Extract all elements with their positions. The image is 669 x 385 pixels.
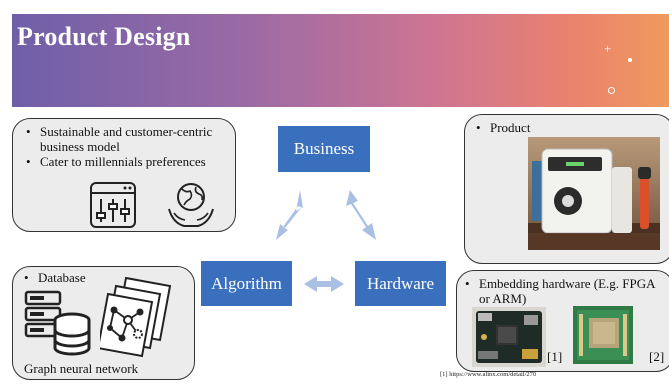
hardware-node: Hardware xyxy=(355,261,446,306)
bullet-product: Product xyxy=(476,120,530,135)
arrow-algorithm-hardware xyxy=(304,276,344,292)
product-photo xyxy=(528,137,660,250)
bullet-millennials: Cater to millennials preferences xyxy=(26,154,226,169)
reference-1: [1] https://www.alinx.com/detail/270 xyxy=(440,371,537,378)
settings-sliders-icon xyxy=(90,182,136,228)
business-bullets: Sustainable and customer-centric busines… xyxy=(26,124,226,169)
business-node: Business xyxy=(278,126,370,172)
product-bullets: Product xyxy=(476,120,530,135)
bullet-sustainable: Sustainable and customer-centric busines… xyxy=(26,124,226,154)
slide-title: Product Design xyxy=(17,22,191,51)
hardware-bullets: Embedding hardware (E.g. FPGA or ARM) xyxy=(465,276,665,306)
bullet-embedding-hardware: Embedding hardware (E.g. FPGA or ARM) xyxy=(465,276,665,306)
globe-in-hands-icon xyxy=(168,183,214,227)
title-banner xyxy=(12,14,669,107)
sparkle-plus-icon: + xyxy=(604,41,612,56)
sparkle-dot-icon xyxy=(628,58,632,62)
hardware-label-2: [2] xyxy=(649,349,665,364)
fpga-board-photo xyxy=(472,307,546,367)
arm-chip-photo xyxy=(573,306,633,364)
bullet-database: Database xyxy=(24,270,184,285)
arrow-business-algorithm xyxy=(276,190,303,240)
algorithm-node: Algorithm xyxy=(201,261,292,306)
database-server-icon xyxy=(24,290,91,356)
database-bullets: Database xyxy=(24,270,184,285)
hardware-label-1: [1] xyxy=(547,349,563,364)
sparkle-circle-icon xyxy=(608,87,615,94)
graph-network-icon xyxy=(100,276,172,358)
arrow-business-hardware xyxy=(346,190,376,240)
gnn-caption: Graph neural network xyxy=(24,361,139,376)
